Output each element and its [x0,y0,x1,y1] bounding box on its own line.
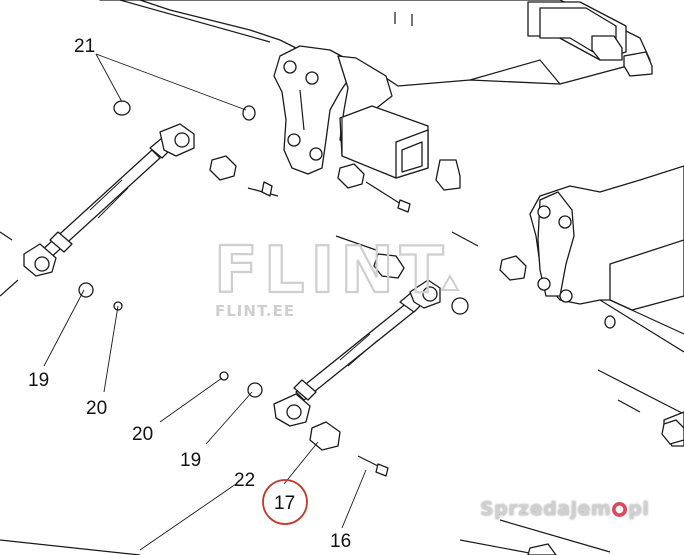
callout-21: 21 [74,36,95,57]
right-frame-beam [529,165,684,415]
callout-labels: 21 19 20 20 19 22 17 16 [28,36,351,552]
bolt-16c [335,235,377,251]
upper-frame-beam [99,0,653,87]
callout-16: 16 [330,531,351,552]
bolt-16b [365,181,405,207]
plug-17b [337,163,365,189]
bushing-21a [113,100,131,116]
flint-watermark: FLINT FLINT.EE [213,233,460,320]
upper-left-link-rod [23,123,195,277]
leader-lines [43,53,367,551]
watermark-domain: FLINT.EE [215,302,295,320]
hardware-parts [78,100,684,477]
lower-left-frame [0,231,141,555]
lower-right-frame [459,411,684,555]
callout-19-left: 19 [28,370,49,391]
square-tube-receiver [339,105,461,191]
highlight-circle-17 [262,479,308,525]
bolt-16d [451,231,479,247]
plug-17a [209,155,237,181]
callout-22: 22 [234,470,255,491]
site-dot-icon: ● [612,502,628,517]
site-watermark-prefix: Sprzedajem [480,498,612,520]
bushing-19b [247,382,263,398]
bushing-21b [242,105,256,121]
plug-17d [499,255,527,281]
callout-17: 17 [274,493,295,514]
callout-20-center: 20 [132,424,153,445]
center-link-rod [273,279,441,427]
site-watermark: Sprzedajem●pl [480,498,680,528]
upper-mount-bracket [273,45,393,175]
bushing-19c [451,297,469,315]
callout-19-center: 19 [180,450,201,471]
plug-17c [373,253,405,279]
site-watermark-suffix: pl [628,498,650,520]
watermark-brand: FLINT [214,234,450,308]
callout-20-left: 20 [86,398,107,419]
